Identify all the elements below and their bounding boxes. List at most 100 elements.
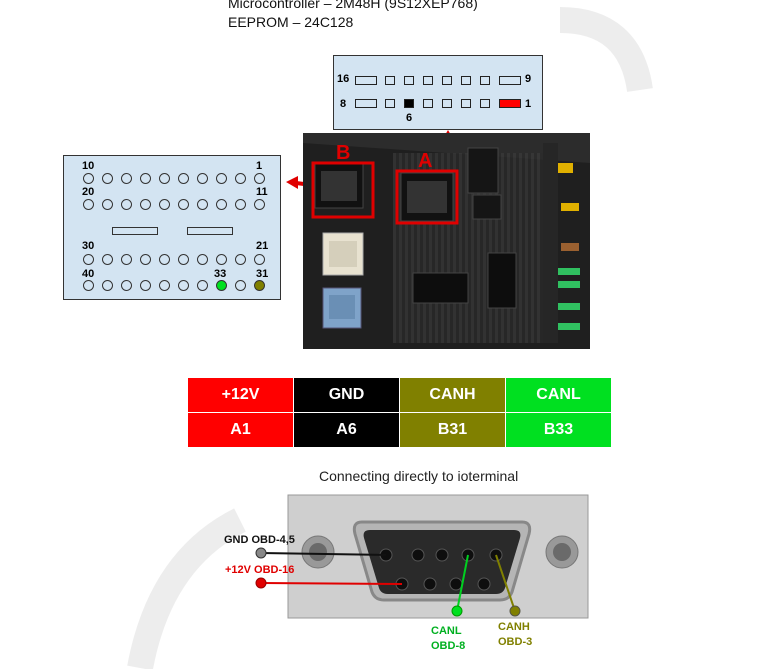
v12-label: +12V OBD-16 xyxy=(225,564,294,576)
pin-3 xyxy=(461,99,471,108)
pin-11 xyxy=(461,76,471,85)
pin-label-40: 40 xyxy=(82,268,94,280)
connector-b-pin xyxy=(197,173,208,184)
arrow-b-head-icon xyxy=(286,176,298,189)
connector-b-pin xyxy=(83,280,94,291)
db9-pin-6 xyxy=(478,578,490,590)
connector-b-pin xyxy=(178,173,189,184)
photo-label-b: B xyxy=(336,142,350,164)
connector-b-pin xyxy=(178,199,189,210)
pin-label-10: 10 xyxy=(82,160,94,172)
table-value-cell: A6 xyxy=(294,413,400,448)
db9-pin-8 xyxy=(424,578,436,590)
connector-b-pin xyxy=(140,254,151,265)
pin-label-6: 6 xyxy=(406,112,412,124)
connector-b-pin-31 xyxy=(254,280,265,291)
connector-b-pin xyxy=(83,199,94,210)
connector-b-pin xyxy=(197,280,208,291)
connector-b-pin xyxy=(121,173,132,184)
microcontroller-label: Microcontroller – 2M48H (9S12XEP768) xyxy=(228,0,478,11)
eeprom-label: EEPROM – 24C128 xyxy=(228,14,353,30)
pin-label-8: 8 xyxy=(340,98,346,110)
pin-4 xyxy=(442,99,452,108)
connector-b-pin xyxy=(102,254,113,265)
pin-1 xyxy=(499,99,521,108)
pin-label-1: 1 xyxy=(256,160,262,172)
db9-caption: Connecting directly to ioterminal xyxy=(319,468,518,484)
connector-b-pin xyxy=(254,173,265,184)
pin-12 xyxy=(442,76,452,85)
db9-pin-4 xyxy=(412,549,424,561)
pin-label-20: 20 xyxy=(82,186,94,198)
connector-b-pin xyxy=(83,173,94,184)
pin-label-16: 16 xyxy=(337,73,349,85)
connector-b-slot-left xyxy=(112,227,158,235)
canh-pin-label: OBD-3 xyxy=(498,636,532,648)
connector-b-pin xyxy=(235,173,246,184)
pin-6 xyxy=(404,99,414,108)
table-header-cell: +12V xyxy=(188,378,294,413)
connector-b-pin xyxy=(83,254,94,265)
connector-b-pin xyxy=(159,173,170,184)
pin-16 xyxy=(355,76,377,85)
connector-b-pin xyxy=(159,280,170,291)
pin-label-31: 31 xyxy=(256,268,268,280)
connector-b-slot-right xyxy=(187,227,233,235)
connector-b-pin xyxy=(140,280,151,291)
canl-label: CANL xyxy=(431,625,462,637)
canl-pin-label: OBD-8 xyxy=(431,640,465,652)
v12-wire xyxy=(261,583,402,584)
table-value-cell: A1 xyxy=(188,413,294,448)
connector-b-pin xyxy=(235,254,246,265)
db9-pin-3 xyxy=(436,549,448,561)
pin-5 xyxy=(423,99,433,108)
connector-a-pinout: 16 9 8 1 6 xyxy=(333,55,543,130)
pin-14 xyxy=(404,76,414,85)
pin-label-9: 9 xyxy=(525,73,531,85)
pin-label-30: 30 xyxy=(82,240,94,252)
pin-10 xyxy=(480,76,490,85)
table-value-row: A1 A6 B31 B33 xyxy=(188,413,612,448)
pin-7 xyxy=(385,99,395,108)
pin-8 xyxy=(355,99,377,108)
gnd-terminal-icon xyxy=(256,548,266,558)
connector-b-pin xyxy=(102,280,113,291)
connector-b-pin xyxy=(159,254,170,265)
pin-label-11: 11 xyxy=(256,186,268,198)
connector-b-pin-33 xyxy=(216,280,227,291)
table-header-row: +12V GND CANH CANL xyxy=(188,378,612,413)
pin-13 xyxy=(423,76,433,85)
connector-b-pin xyxy=(254,199,265,210)
table-header-cell: CANL xyxy=(506,378,612,413)
pin-2 xyxy=(480,99,490,108)
connector-b-pin xyxy=(102,173,113,184)
connector-b-pin xyxy=(121,199,132,210)
pin-assignment-table: +12V GND CANH CANL A1 A6 B31 B33 xyxy=(187,377,612,448)
connector-b-pin xyxy=(216,173,227,184)
connector-b-pin xyxy=(140,199,151,210)
connector-b-pin xyxy=(159,199,170,210)
table-header-cell: CANH xyxy=(400,378,506,413)
connector-b-pin xyxy=(140,173,151,184)
bsi-module-photo: B A xyxy=(303,133,590,349)
pin-15 xyxy=(385,76,395,85)
connector-b-pin xyxy=(216,199,227,210)
connector-b-pin xyxy=(197,254,208,265)
connector-b-pin xyxy=(254,254,265,265)
table-value-cell: B31 xyxy=(400,413,506,448)
connector-b-pin xyxy=(178,254,189,265)
pin-label-21: 21 xyxy=(256,240,268,252)
connector-b-pinout: 10 1 20 11 30 21 40 33 31 xyxy=(63,155,281,300)
canh-label: CANH xyxy=(498,621,530,633)
v12-terminal-icon xyxy=(256,578,266,588)
gnd-label: GND OBD-4,5 xyxy=(224,534,295,546)
pin-9 xyxy=(499,76,521,85)
pin-label-33: 33 xyxy=(214,268,226,280)
db9-pin-7 xyxy=(450,578,462,590)
canh-terminal-icon xyxy=(510,606,520,616)
photo-label-a: A xyxy=(418,150,432,172)
connector-b-pin xyxy=(235,280,246,291)
connector-b-pin xyxy=(235,199,246,210)
table-header-cell: GND xyxy=(294,378,400,413)
canl-terminal-icon xyxy=(452,606,462,616)
